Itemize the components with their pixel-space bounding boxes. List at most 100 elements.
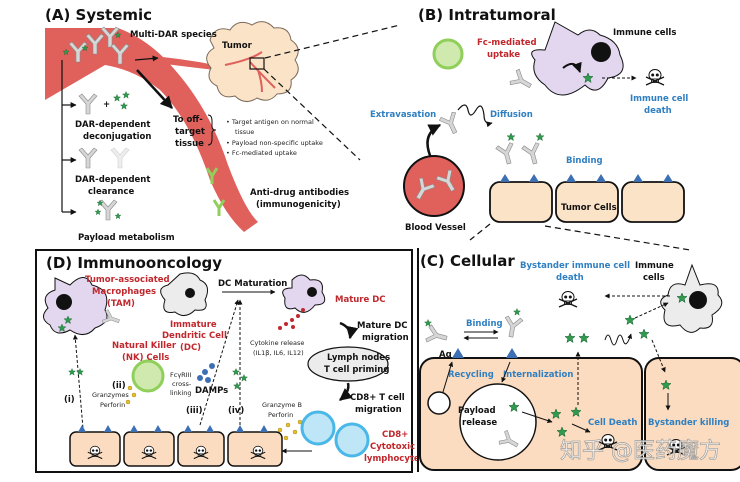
immune-cell-purple [531,21,624,96]
payload-icon [122,91,130,99]
payload-icon [114,212,122,219]
payload-icon [232,368,240,376]
perforin-label: Perforin [268,411,293,419]
ada-label-1: Anti-drug antibodies [250,188,349,198]
tumor-cell [621,181,685,223]
bystander-death-label-1: Bystander immune cell [520,261,630,271]
cd8-migration-label-2: migration [355,405,402,415]
antigen-markers [500,174,673,182]
antibody-icon [424,323,450,348]
fcr-label-3: linking [170,389,192,397]
mature-dc-label: Mature DC [335,295,386,305]
neighbor-cell [644,357,740,471]
antibody-icon [438,110,464,137]
endosome [459,383,537,461]
diffusion-label: Diffusion [490,110,533,120]
panel-a-title: (A) Systemic [45,6,152,24]
payload-release-label-1: Payload [458,406,496,416]
tam-label-3: (TAM) [107,299,135,309]
payload-icon [564,332,576,343]
offtarget-bullets: • Target antigen on normal tissue • Payl… [226,118,323,157]
immune-cells-label: Immune cells [613,28,676,38]
antigen-marker [506,348,518,358]
payload-icon [94,208,102,215]
payload-icon [513,308,521,316]
offtarget-label-3: tissue [175,139,204,149]
svg-text:tissue: tissue [235,128,254,136]
mature-dc-migration-label-2: migration [362,333,409,343]
svg-text:• Payload non-specific uptake: • Payload non-specific uptake [226,139,323,147]
idc-label-1: Immature [170,320,217,330]
payload-icon [638,328,650,339]
tumor-cells-label: Tumor Cells [561,203,617,213]
antibody-icon [508,67,536,95]
nucleus-icon [591,42,611,62]
extravasation-label: Extravasation [370,110,436,120]
cleared-antibody-icon [110,147,130,169]
payload-icon [233,382,241,390]
tam-label-1: Tumor-associated [85,275,170,285]
mature-dc-migration-label-1: Mature DC [357,321,408,331]
binding-label: Binding [566,156,603,166]
payload-release-label-2: release [462,418,497,428]
panel-b-intratumoral: (B) Intratumoral Fc-mediated uptake Immu… [370,6,688,233]
idc-label-3: (DC) [180,343,201,353]
cd8-migration-label-1: CD8+ T cell [350,393,405,403]
roman-iii: (iii) [186,406,203,416]
fc-uptake-label-2: uptake [487,50,520,60]
granzyme-b-label: Granzyme B [262,401,302,409]
ada-icon [205,167,219,184]
blood-vessel-a [45,28,258,232]
tam-label-2: Macrophages [92,287,156,297]
payload-icon [120,102,128,110]
roman-iv: (iv) [228,406,244,416]
recycling-endosome [427,391,451,415]
ctl-label-1: CD8+ [382,430,408,440]
roman-ii: (ii) [112,381,126,391]
deconjugation-label-1: DAR-dependent [75,120,150,130]
watermark: 知乎 @医药魔方 [560,439,721,464]
damp-dots [197,363,215,383]
skull-icon [558,290,578,308]
nk-cell-icon [131,359,165,393]
binding-label-c: Binding [466,319,503,329]
fc-uptake-label-1: Fc-mediated [477,38,537,48]
tumor-label: Tumor [222,41,253,51]
tumor-cell [489,181,553,223]
cell-death-label: Cell Death [588,418,637,428]
clearance-label-1: DAR-dependent [75,175,150,185]
payload-icon [68,368,76,376]
payload-icon [76,368,84,376]
bystander-death-label-2: death [556,273,584,283]
payload-icon [506,132,516,141]
panel-c-title: (C) Cellular [420,252,515,270]
lymph-label-2: T cell priming [324,365,389,375]
multi-dar-label: Multi-DAR species [130,30,217,40]
nk-label-1: Natural Killer [112,341,177,351]
panel-d-frame [35,249,413,473]
payload-icon [624,314,636,325]
cytokine-label-1: Cytokine release [250,339,304,347]
tumor-cell-row-d [69,425,283,467]
clearance-label-2: clearance [88,187,134,197]
panel-d-immunooncology: (D) Immunooncology Tumor-associated Macr… [35,249,425,473]
payload-icon [578,332,590,343]
plus-sign: + [103,100,110,110]
payload-icon [535,132,545,141]
bystander-killing-label: Bystander killing [648,418,729,428]
tumor-cell [555,181,619,223]
t-cell-icon [300,410,336,446]
lymph-label-1: Lymph nodes [327,353,390,363]
roman-i: (i) [64,395,75,405]
payload-icon [113,94,121,102]
panel-d-title: (D) Immunooncology [46,254,222,272]
antibody-icon [501,315,524,339]
antibody-icon [520,141,545,167]
dc-maturation-label: DC Maturation [218,279,287,289]
ada-label-2: (immunogenicity) [256,200,341,210]
nk-cell-icon [432,38,464,70]
antibody-icon [78,93,98,115]
perforin-label-nk: Perforin [100,401,125,409]
tam-cell [43,277,108,335]
